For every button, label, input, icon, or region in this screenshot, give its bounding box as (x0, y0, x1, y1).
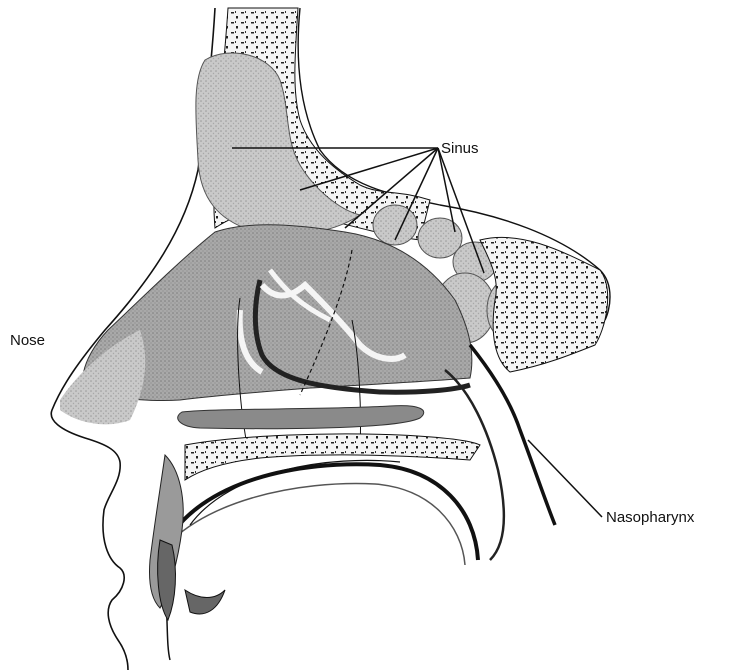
nose-label: Nose (10, 332, 45, 349)
sinus-label: Sinus (441, 140, 479, 157)
soft-palate-and-tongue (155, 460, 478, 660)
sphenoid-bone (480, 237, 608, 372)
lip-tissue (149, 455, 225, 620)
hard-palate (185, 434, 480, 480)
nasopharynx-label: Nasopharynx (606, 509, 695, 526)
inferior-turbinate (178, 406, 424, 429)
